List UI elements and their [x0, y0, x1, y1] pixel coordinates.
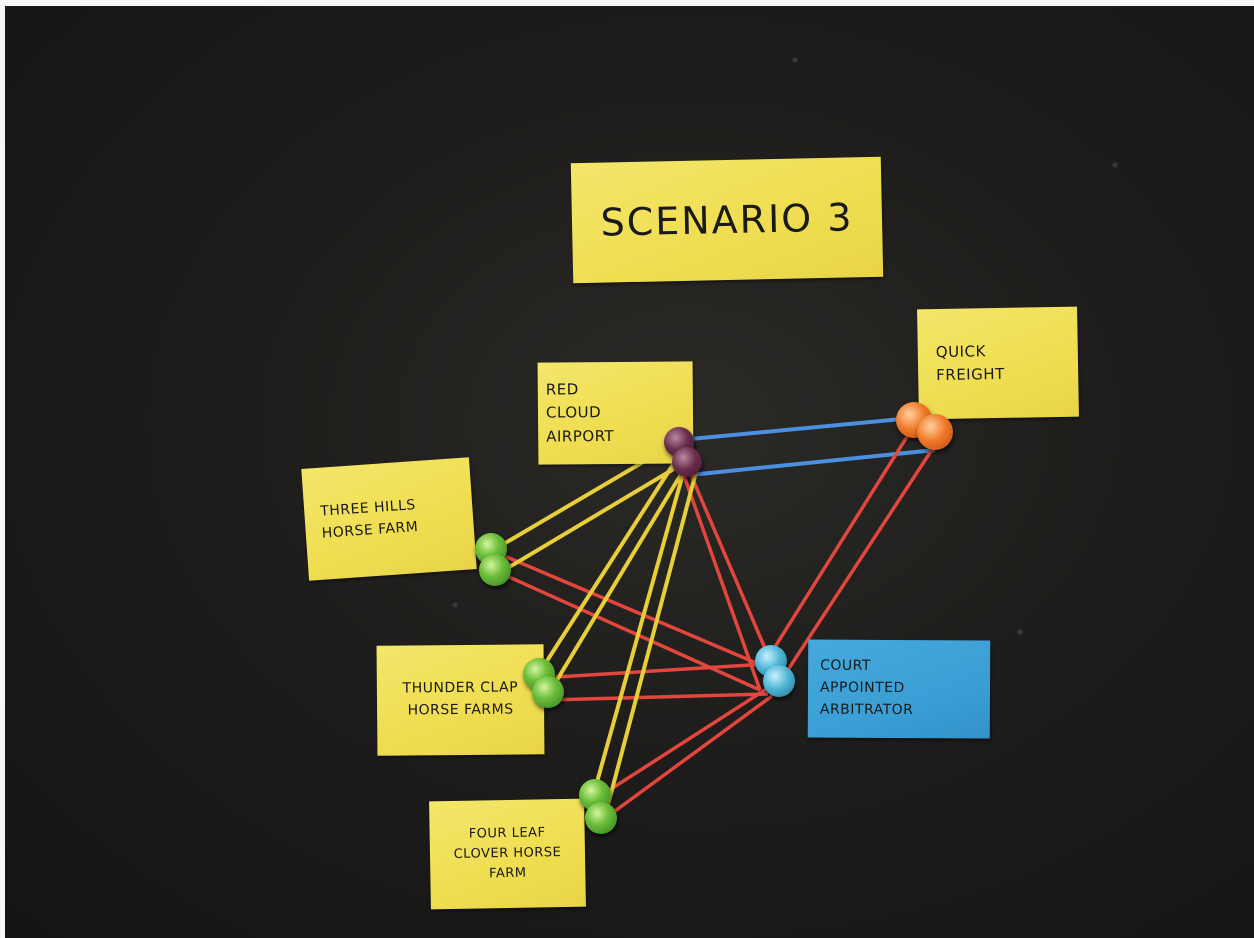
three-hills-label: THREE HILLS HORSE FARM — [319, 497, 419, 542]
pin-icon — [585, 802, 617, 834]
string-yellow-airport-fourleaf-1 — [590, 469, 686, 801]
photo-border-left — [0, 0, 5, 938]
string-yellow-airport-thunder-1 — [534, 458, 678, 680]
photo-border-top — [0, 0, 1254, 6]
quick-freight-label: QUICK FREIGHT — [935, 341, 1005, 385]
string-blue-airport-freight-2 — [689, 448, 936, 477]
pin-icon — [672, 447, 702, 477]
sticky-note-four-leaf-clover-horse-farm: FOUR LEAF CLOVER HORSE FARM — [429, 798, 586, 910]
sticky-note-thunder-clap-horse-farms: THUNDER CLAP HORSE FARMS — [376, 644, 545, 756]
string-yellow-airport-thunder-2 — [546, 464, 688, 697]
string-blue-airport-freight-1 — [679, 416, 913, 442]
string-red-thunder-court-1 — [539, 662, 769, 680]
pin-icon — [479, 554, 511, 586]
string-red-thunder-court-2 — [547, 692, 769, 702]
sticky-note-three-hills-horse-farm: THREE HILLS HORSE FARM — [301, 457, 477, 581]
sticky-note-quick-freight: QUICK FREIGHT — [917, 306, 1079, 420]
sticky-note-court-appointed-arbitrator: COURT APPOINTED ARBITRATOR — [807, 639, 991, 739]
string-yellow-airport-threehills-2 — [494, 462, 684, 577]
string-red-airport-court-2 — [680, 469, 762, 691]
pin-icon — [917, 414, 953, 450]
pin-icon — [763, 665, 795, 697]
pin-icon — [532, 676, 564, 708]
scenario-title-text: SCENARIO 3 — [600, 194, 854, 245]
four-leaf-label: FOUR LEAF CLOVER HORSE FARM — [453, 825, 562, 882]
string-red-airport-court-1 — [686, 467, 772, 661]
string-red-fourleaf-court-1 — [593, 686, 769, 802]
string-yellow-airport-fourleaf-2 — [602, 471, 698, 821]
sticky-note-scenario-title: SCENARIO 3 — [570, 156, 884, 284]
thunder-clap-label: THUNDER CLAP HORSE FARMS — [402, 679, 519, 719]
string-red-freight-court-1 — [766, 431, 912, 659]
court-arbitrator-label: COURT APPOINTED ARBITRATOR — [819, 658, 914, 718]
string-red-fourleaf-court-2 — [598, 694, 774, 824]
red-cloud-airport-label: RED CLOUD AIRPORT — [545, 380, 615, 446]
